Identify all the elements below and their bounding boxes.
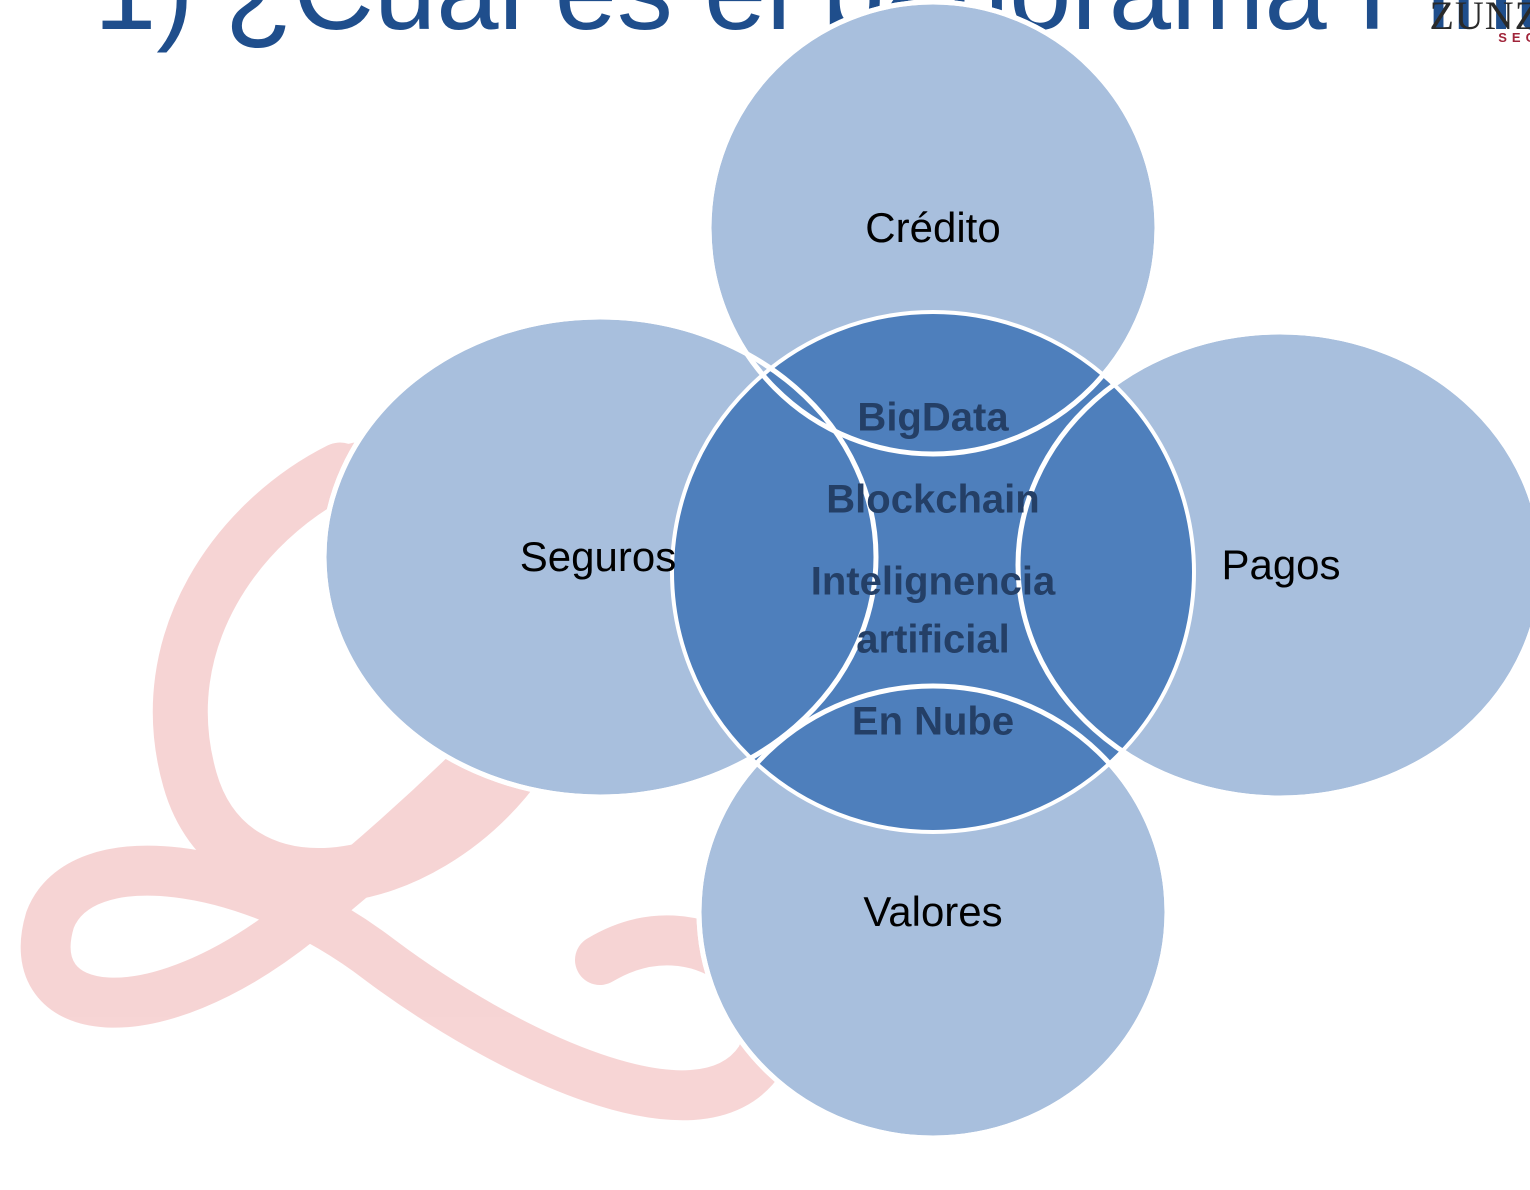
logo-subtitle: SEC [1498, 30, 1530, 45]
logo-wordmark: ZUNZU [1429, 0, 1530, 38]
overlap-outline-pagos [1015, 329, 1530, 801]
center-circle [670, 310, 1196, 834]
overlap-outline-valores [696, 683, 1170, 1141]
label-valores: Valores [863, 888, 1003, 935]
center-item-en-nube: En Nube [851, 699, 1015, 744]
center-item-artificial: artificial [856, 617, 1010, 662]
center-item-bigdata: BigData [857, 395, 1009, 440]
label-credito: Crédito [865, 204, 1001, 251]
overlap-outline-credito [706, 0, 1160, 457]
label-pagos: Pagos [1221, 541, 1341, 588]
company-logo: ZUNZU SEC [1429, 0, 1530, 70]
center-item-blockchain: Blockchain [826, 477, 1040, 522]
overlap-outline-seguros [321, 314, 879, 800]
label-seguros: Seguros [519, 533, 677, 580]
center-item-intelignencia: Intelignencia [810, 559, 1056, 604]
